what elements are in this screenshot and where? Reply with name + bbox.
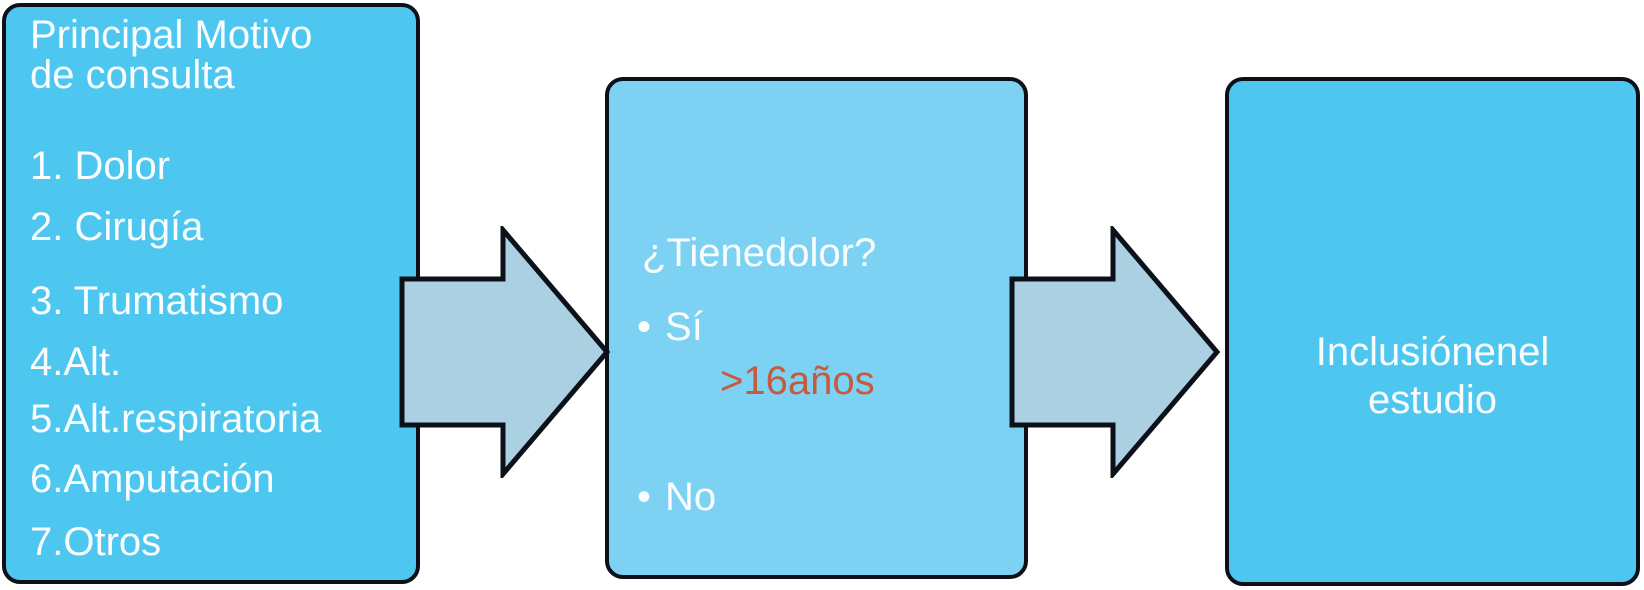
bullet-icon: • — [637, 475, 652, 519]
inclusion-box: Inclusiónenel estudio — [1225, 77, 1640, 586]
box-title-line-1: Principal Motivo — [30, 13, 313, 57]
motivo-item-trumatismo: 3. Trumatismo — [30, 279, 284, 323]
motivo-item-otros: 7.Otros — [30, 520, 162, 564]
consulta-motivo-box: Principal Motivo de consulta 1. Dolor 2.… — [2, 3, 420, 584]
motivo-item-alt: 4.Alt. — [30, 340, 122, 384]
flow-arrow-icon — [399, 226, 611, 478]
box-title: Principal Motivo de consulta — [30, 15, 312, 95]
option-yes-label: Sí — [665, 305, 703, 349]
option-yes: • Sí — [637, 307, 703, 347]
option-no-label: No — [665, 475, 717, 519]
inclusion-label-line-2: estudio — [1368, 378, 1497, 422]
inclusion-label: Inclusiónenel estudio — [1229, 328, 1636, 424]
motivo-item-respiratoria: 5.Alt.respiratoria — [30, 397, 322, 441]
tiene-dolor-box: ¿Tienedolor? • Sí >16años • No — [605, 77, 1028, 579]
motivo-item-dolor: 1. Dolor — [30, 144, 171, 188]
box-title-line-2: de consulta — [30, 53, 235, 97]
bullet-icon: • — [637, 305, 652, 349]
question-text: ¿Tienedolor? — [642, 231, 877, 275]
flow-arrow-icon — [1009, 226, 1221, 478]
inclusion-label-line-1: Inclusiónenel — [1315, 330, 1550, 374]
age-condition-text: >16años — [720, 359, 875, 403]
option-no: • No — [637, 477, 716, 517]
motivo-item-cirugia: 2. Cirugía — [30, 205, 204, 249]
motivo-item-amputacion: 6.Amputación — [30, 457, 275, 501]
